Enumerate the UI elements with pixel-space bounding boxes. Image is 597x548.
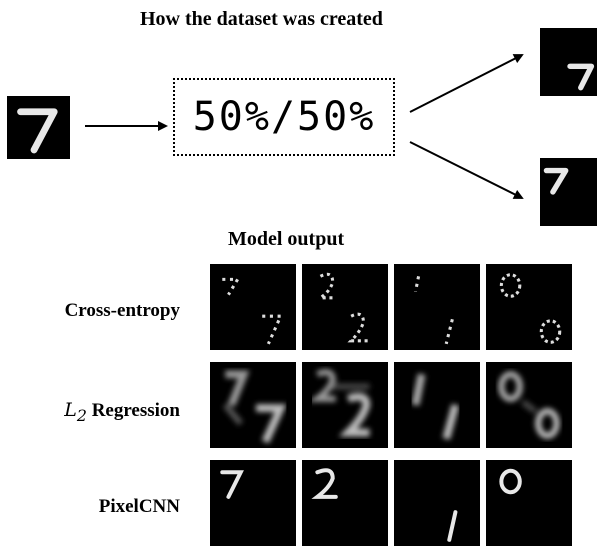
pixelcnn-digit-1: [394, 460, 480, 546]
cross-entropy-digit-0: [486, 264, 572, 350]
l2-regression-digit-2: [302, 362, 388, 448]
row-label-pixelcnn: PixelCNN: [98, 496, 180, 517]
pixelcnn-digit-2: [302, 460, 388, 546]
dataset-title: How the dataset was created: [140, 8, 383, 30]
pixelcnn-digit-7: [210, 460, 296, 546]
ratio-box: 50%/50%: [173, 78, 395, 156]
cross-entropy-digit-1: [394, 264, 480, 350]
l2-regression-digit-0: [486, 362, 572, 448]
l2-regression-digit-1: [394, 362, 480, 448]
ratio-text: 50%/50%: [192, 94, 376, 140]
cross-entropy-digit-7: [210, 264, 296, 350]
arrow-to-bottom-output: [409, 141, 524, 199]
pixelcnn-digit-0: [486, 460, 572, 546]
row-label-l2-regression: L2 Regression: [64, 399, 180, 425]
input-digit-image: [7, 96, 70, 159]
output-digit-bottom-right: [540, 28, 597, 96]
row-label-cross-entropy: Cross-entropy: [64, 300, 180, 321]
model-output-title: Model output: [228, 228, 345, 250]
arrow-to-top-output: [409, 54, 524, 113]
cross-entropy-digit-2: [302, 264, 388, 350]
l2-regression-digit-7: [210, 362, 296, 448]
output-digit-top-left: [540, 158, 597, 226]
